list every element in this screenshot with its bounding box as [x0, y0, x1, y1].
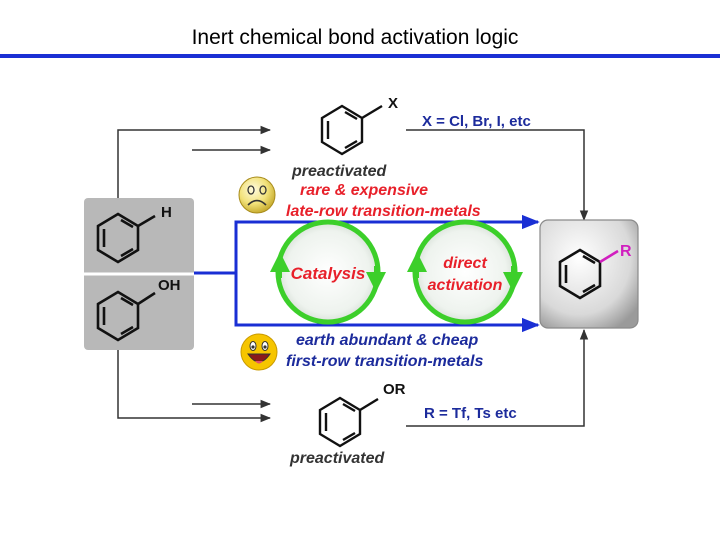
- sad-face-icon: [238, 176, 276, 214]
- top-to-product-arrow: [406, 129, 589, 222]
- substituent-or: OR: [383, 381, 406, 398]
- substituent-oh: OH: [158, 277, 181, 294]
- bottom-to-product-arrow: [406, 328, 589, 427]
- blue-lower-arrow: [234, 222, 540, 333]
- substituent-x: X: [388, 95, 398, 112]
- benzene-oh: [96, 290, 156, 342]
- direct-label: direct: [443, 255, 487, 272]
- substituent-h: H: [161, 204, 172, 221]
- catalysis-cycle: [270, 219, 386, 325]
- happy-face-icon: [240, 333, 278, 371]
- top-caption: preactivated: [291, 163, 387, 180]
- slide-title: Inert chemical bond activation logic: [191, 26, 519, 49]
- benzene-h: [96, 212, 156, 264]
- benzene-or: [318, 396, 379, 448]
- blue-line-2: first-row transition-metals: [286, 353, 483, 370]
- blue-line-1: earth abundant & cheap: [296, 332, 478, 349]
- direct-activation-cycle: [407, 219, 523, 325]
- catalysis-label: Catalysis: [291, 264, 366, 283]
- bottom-caption: preactivated: [289, 450, 385, 467]
- product-box: [539, 219, 639, 329]
- activation-label: activation: [428, 277, 503, 294]
- top-route-arrow: [117, 125, 272, 198]
- benzene-x: [320, 104, 383, 156]
- top-condition: X = Cl, Br, I, etc: [422, 113, 531, 130]
- product-substituent: R: [620, 243, 632, 260]
- red-line-2: late-row transition-metals: [286, 203, 481, 220]
- bottom-condition: R = Tf, Ts etc: [424, 405, 517, 422]
- product-bond: [599, 249, 619, 264]
- red-line-1: rare & expensive: [300, 182, 428, 199]
- bottom-route-arrow: [117, 350, 272, 423]
- title-rule: [0, 54, 720, 58]
